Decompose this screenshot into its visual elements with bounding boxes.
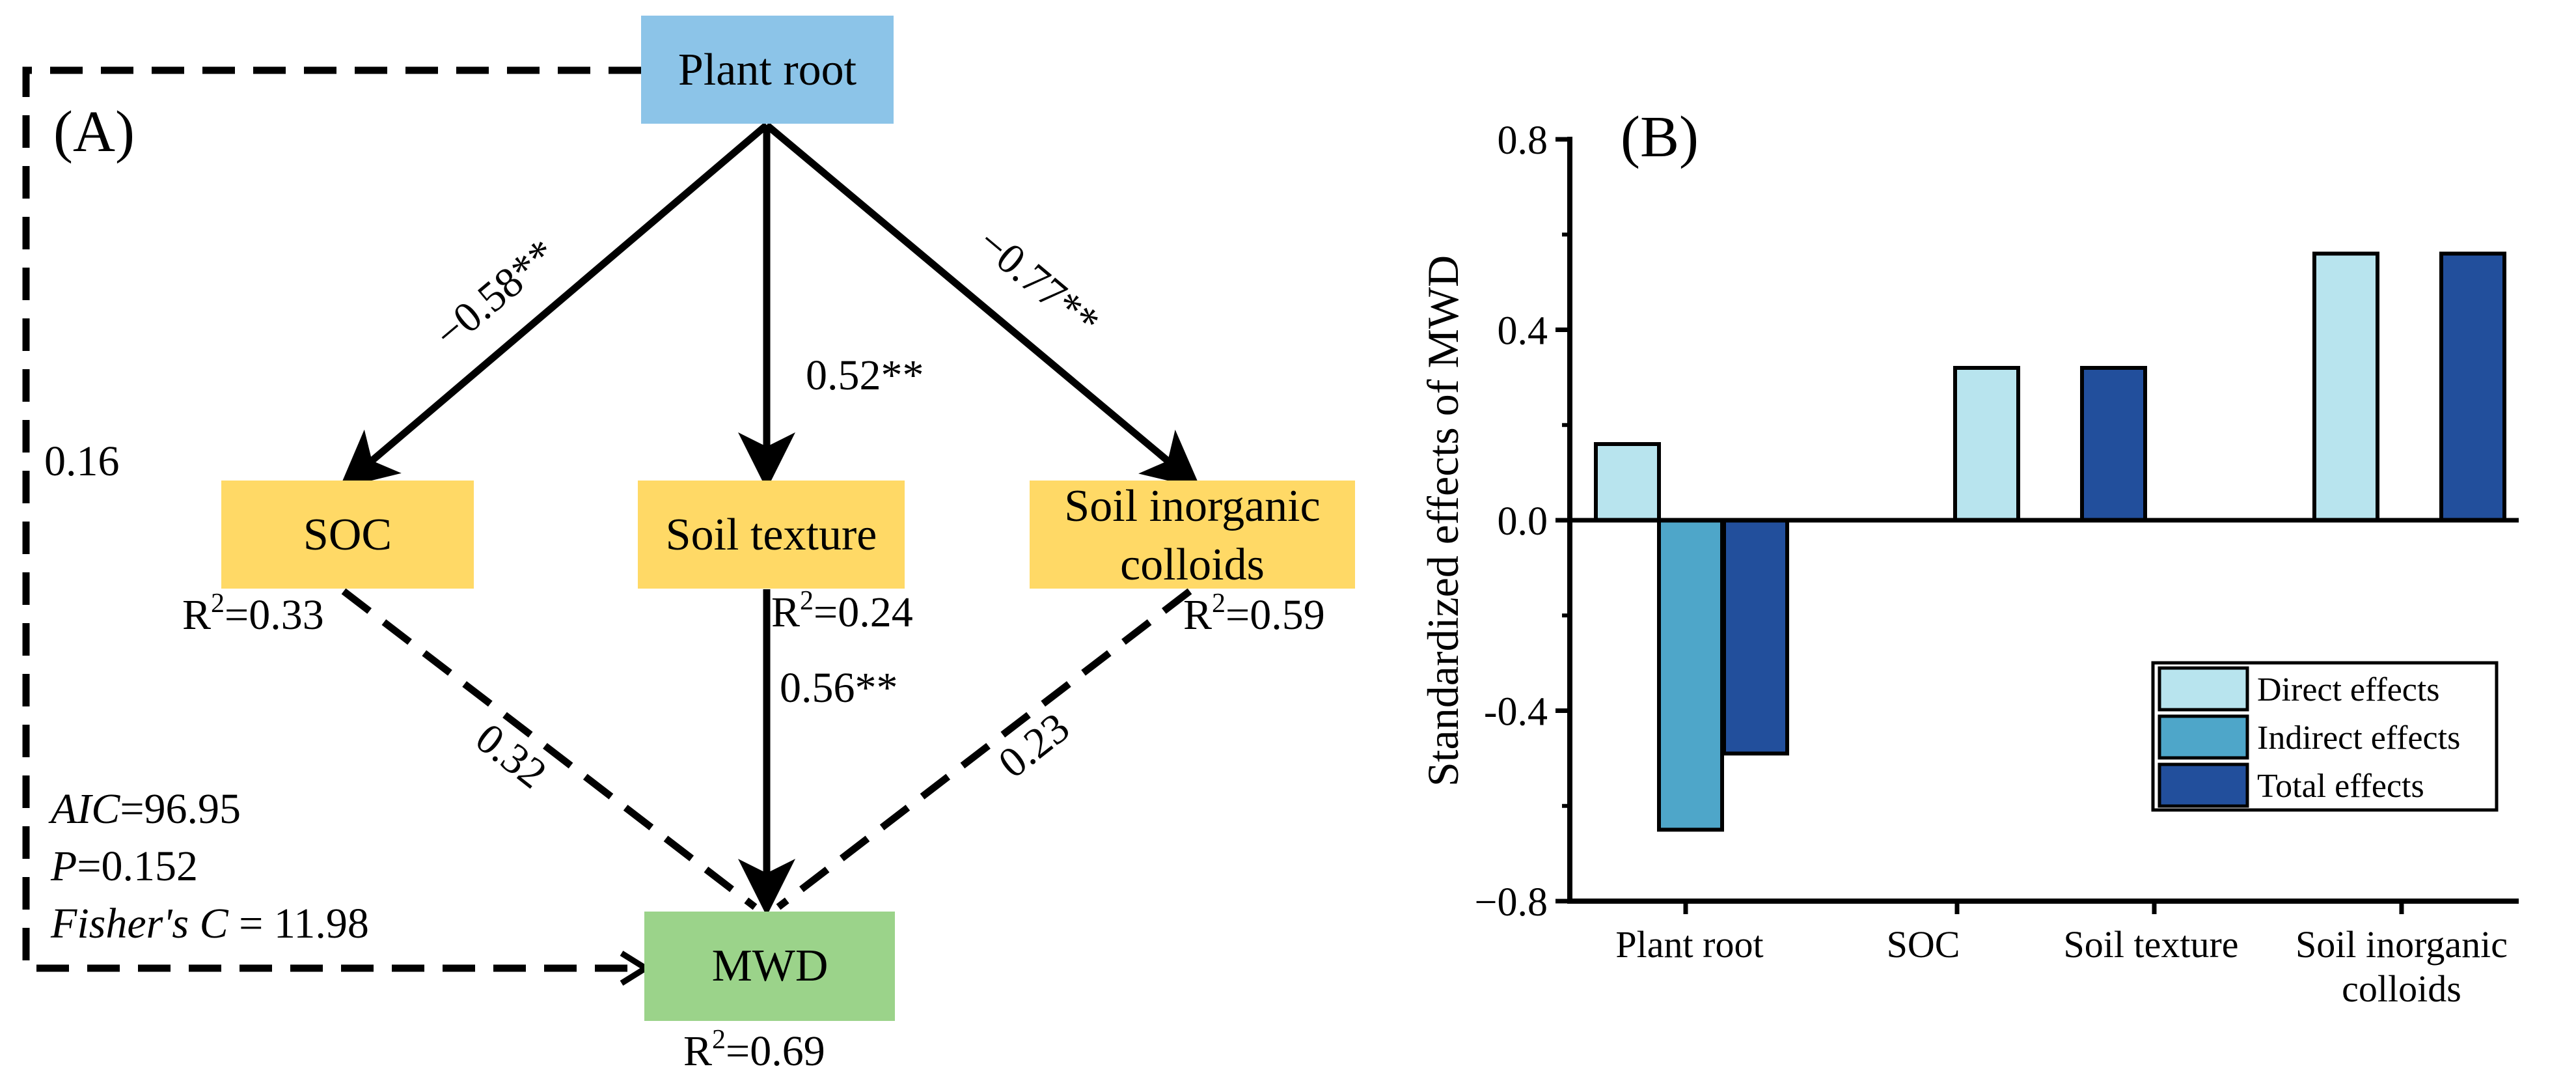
path-texture-mwd-label: 0.56** xyxy=(780,664,898,712)
y-tick-label: 0.8 xyxy=(1498,119,1548,163)
panel-a: (A) 0.16 −0.58** 0.52** −0.77** 0.32 0.5… xyxy=(22,16,1355,1075)
legend-swatch xyxy=(2158,714,2249,760)
fit-p-label: P xyxy=(50,843,77,890)
path-soc-mwd-label: 0.32 xyxy=(467,714,555,798)
bar-direct-effects-2 xyxy=(2312,251,2379,522)
path-root-mwd-label: 0.16 xyxy=(44,438,120,485)
bar-total-effects-2 xyxy=(2439,251,2506,522)
y-tick-label: 0.0 xyxy=(1498,499,1548,544)
legend-label: Total effects xyxy=(2257,768,2424,805)
bar-direct-effects-0 xyxy=(1594,442,1661,522)
path-soc-mwd xyxy=(341,588,758,910)
legend-swatch xyxy=(2158,666,2249,712)
r2-soc: R2=0.33 xyxy=(182,589,324,639)
panel-b-label: (B) xyxy=(1621,105,1699,169)
path-inorganic-mwd-label: 0.23 xyxy=(990,704,1078,788)
r2-soil-inorganic: R2=0.59 xyxy=(1183,589,1325,639)
bar-indirect-effects-0 xyxy=(1657,518,1724,832)
path-root-texture-label: 0.52** xyxy=(806,352,924,399)
x-tick-label: Soil inorganic xyxy=(2295,923,2508,966)
node-soil-inorganic-colloids xyxy=(1030,481,1355,589)
x-tick-label: colloids xyxy=(2342,968,2461,1010)
x-tick-label: SOC xyxy=(1887,923,1960,966)
node-plant-root xyxy=(641,16,894,124)
path-root-inorganic-label: −0.77** xyxy=(969,218,1108,346)
fit-p: P=0.152 xyxy=(50,843,198,890)
legend-label: Direct effects xyxy=(2257,671,2440,708)
node-plant-root-label: Plant root xyxy=(678,45,857,95)
fit-fisher: Fisher's C = 11.98 xyxy=(50,900,369,947)
panel-a-label: (A) xyxy=(53,100,135,164)
node-soil-inorganic-label-line2: colloids xyxy=(1120,540,1265,590)
path-root-inorganic xyxy=(764,122,1201,489)
fit-fisher-label: Fisher's C xyxy=(50,900,229,947)
node-mwd xyxy=(644,912,895,1021)
legend-swatch xyxy=(2158,762,2249,808)
node-soc xyxy=(221,481,474,589)
y-tick-label: 0.4 xyxy=(1498,309,1548,354)
r2-soil-inorganic-value: =0.59 xyxy=(1226,591,1325,639)
x-tick-label: Soil texture xyxy=(2063,923,2238,966)
bars-layer xyxy=(1594,251,2506,832)
node-soil-inorganic-label-line1: Soil inorganic xyxy=(1064,481,1320,531)
label-mask xyxy=(36,438,133,490)
node-soil-texture xyxy=(638,481,905,589)
r2-mwd: R2=0.69 xyxy=(683,1025,825,1075)
legend-label: Indirect effects xyxy=(2257,719,2460,757)
path-root-soc xyxy=(339,122,769,489)
y-tick-label: -0.4 xyxy=(1484,690,1548,734)
fit-aic-label: AIC xyxy=(48,785,120,833)
r2-soil-texture: R2=0.24 xyxy=(771,586,913,636)
fit-aic: AIC=96.95 xyxy=(48,785,241,833)
node-mwd-label: MWD xyxy=(712,941,829,991)
node-soc-label: SOC xyxy=(303,510,392,560)
x-tick-label: Plant root xyxy=(1615,923,1763,966)
node-soil-texture-label: Soil texture xyxy=(666,510,877,560)
fit-p-value: =0.152 xyxy=(77,843,198,890)
bar-direct-effects-1 xyxy=(1953,366,2020,522)
r2-soil-texture-value: =0.24 xyxy=(814,589,913,636)
fit-fisher-value: = 11.98 xyxy=(228,900,369,947)
path-inorganic-mwd xyxy=(776,588,1192,910)
path-root-soc-label: −0.58** xyxy=(426,230,565,358)
panel-b: (B) Standardized effects of MWD 0.80.40.… xyxy=(1418,105,2519,1010)
y-axis-label: Standardized effects of MWD xyxy=(1418,255,1468,787)
y-tick-label: −0.8 xyxy=(1475,880,1548,925)
path-root-mwd xyxy=(22,66,641,972)
bar-total-effects-1 xyxy=(2080,366,2147,522)
r2-mwd-value: =0.69 xyxy=(726,1027,825,1075)
fit-aic-value: =96.95 xyxy=(120,785,241,833)
bar-total-effects-0 xyxy=(1722,518,1789,756)
r2-soc-value: =0.33 xyxy=(225,591,324,639)
